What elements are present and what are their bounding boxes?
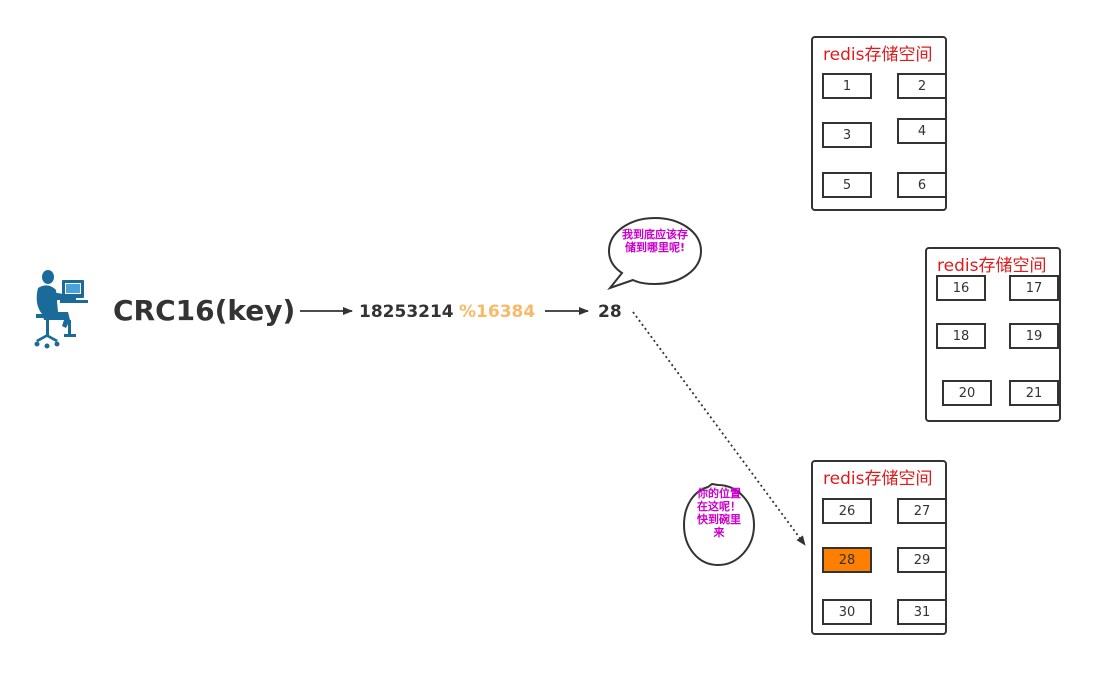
slot-cell: 27 (897, 498, 947, 524)
slot-cell: 16 (936, 275, 986, 301)
slot-cell: 4 (897, 118, 947, 144)
slot-cell: 1 (822, 73, 872, 99)
slot-cell: 3 (822, 122, 872, 148)
answer-bubble-text: 你的位置在这呢！快到碗里来 (697, 487, 741, 539)
slot-cell: 6 (897, 172, 947, 198)
dotted-arrow-to-slot (632, 311, 806, 546)
modulo-operation: %16384 (459, 302, 536, 322)
slot-cell: 5 (822, 172, 872, 198)
slot-cell: 2 (897, 73, 947, 99)
highlighted-slot-cell: 28 (822, 547, 872, 573)
slot-cell: 20 (942, 380, 992, 406)
slot-cell: 31 (897, 599, 947, 625)
slot-result: 28 (598, 302, 622, 322)
question-speech-bubble (607, 216, 703, 290)
redis-storage-panel-1: redis存储空间 1 2 3 4 5 6 (811, 36, 947, 211)
slot-cell: 30 (822, 599, 872, 625)
slot-cell: 26 (822, 498, 872, 524)
panel-title: redis存储空间 (937, 256, 1047, 276)
slot-cell: 21 (1009, 380, 1059, 406)
slot-cell: 18 (936, 323, 986, 349)
hash-value: 18253214 (359, 302, 454, 322)
redis-storage-panel-3: redis存储空间 26 27 28 29 30 31 (811, 460, 947, 635)
panel-title: redis存储空间 (823, 45, 933, 65)
answer-speech-bubble (682, 483, 756, 567)
question-bubble-text: 我到底应该存储到哪里呢! (622, 228, 688, 254)
redis-storage-panel-2: redis存储空间 16 17 18 19 20 21 (925, 247, 1061, 422)
hash-function-label: CRC16(key) (113, 294, 296, 327)
person-at-computer-icon (34, 270, 88, 349)
panel-title: redis存储空间 (823, 469, 933, 489)
slot-cell: 29 (897, 547, 947, 573)
slot-cell: 17 (1009, 275, 1059, 301)
slot-cell: 19 (1009, 323, 1059, 349)
